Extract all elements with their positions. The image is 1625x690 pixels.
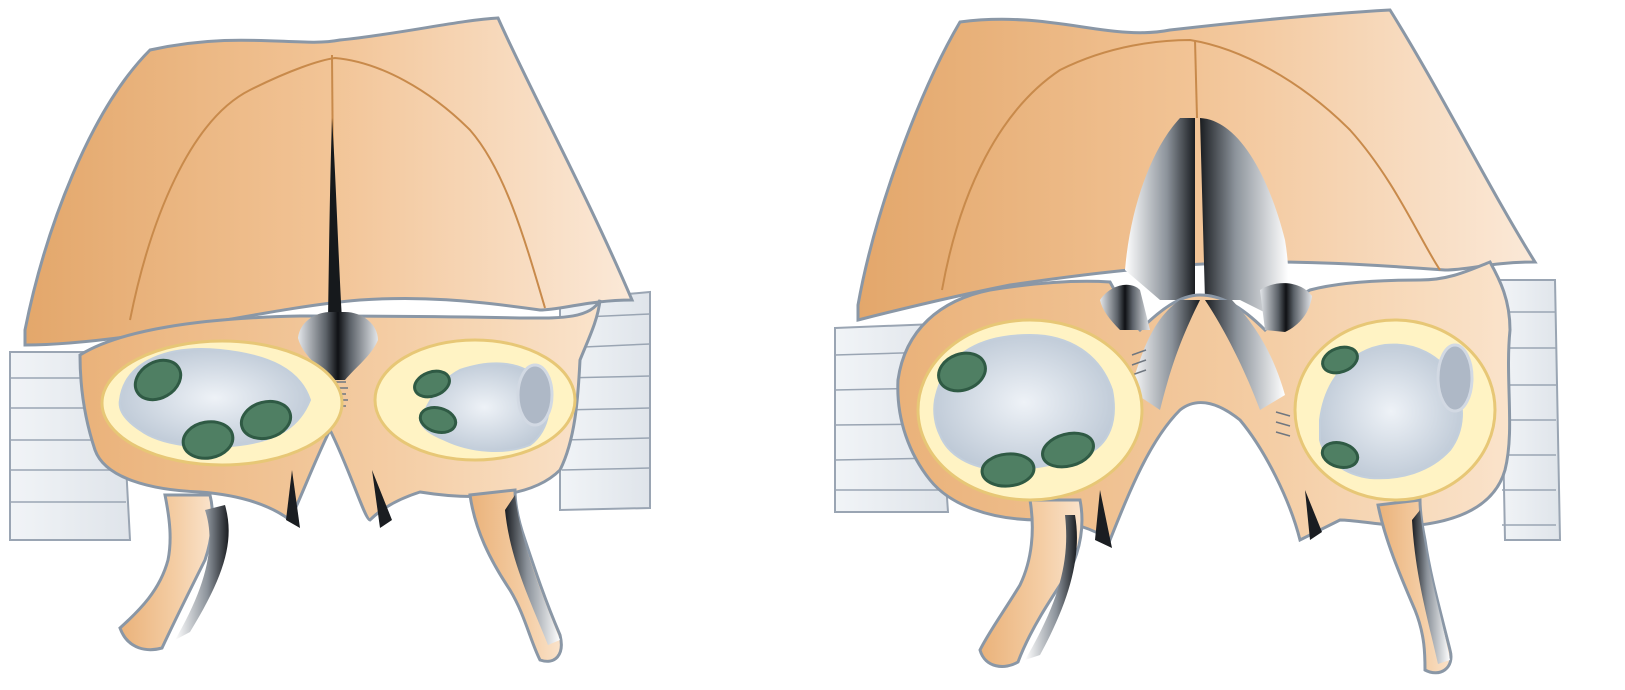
arm-left: [120, 495, 212, 650]
ring-left: [102, 341, 342, 465]
cavity-oval: [1438, 345, 1472, 411]
ring-left: [918, 320, 1142, 500]
cavity-oval: [518, 365, 552, 425]
top-tissue: [858, 10, 1535, 320]
panel-right: [835, 10, 1560, 673]
ring-right: [375, 340, 575, 460]
panel-left: [10, 18, 650, 661]
ring-right: [1295, 320, 1495, 500]
